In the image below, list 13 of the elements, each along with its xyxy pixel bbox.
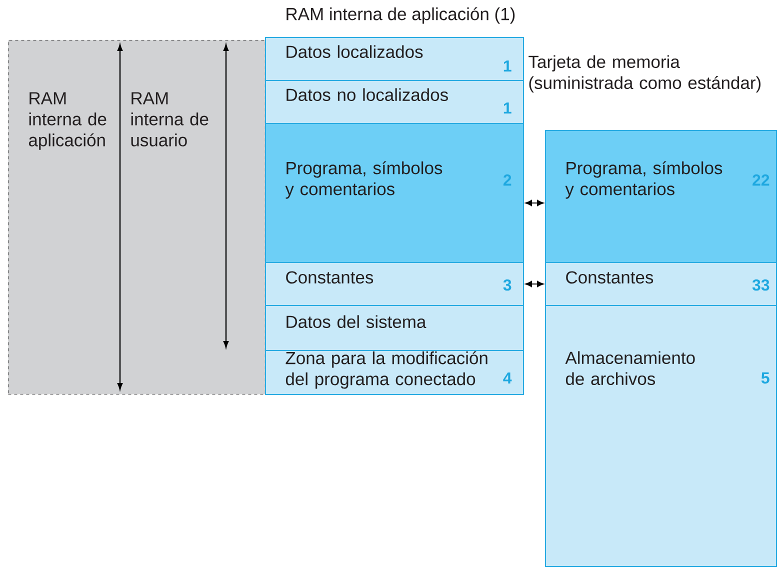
heading: RAM interna de aplicación (1) [286,7,515,24]
memory-area: RAM interna de aplicación RAM interna de usuario [8,40,266,394]
memory-cell: Datos no localizados 1 [265,80,524,124]
memory-cell: Constantes 33 [545,262,777,306]
card-label: Tarjeta de memoria (suministrada como estándar) [528,55,760,92]
arrow [525,200,544,206]
memory-cell: Programa, símbolos y comentarios 22 [545,130,777,263]
memory-cell: Programa, símbolos y comentarios 2 [265,123,524,263]
memory-cell: Constantes 3 [265,262,524,306]
arrow [525,280,544,288]
memory-cell: Zona para la modificación del programa conectado 4 [265,350,524,395]
memory-cell: Datos del sistema [265,305,524,351]
memory-cell: Datos localizados 1 [265,37,524,81]
